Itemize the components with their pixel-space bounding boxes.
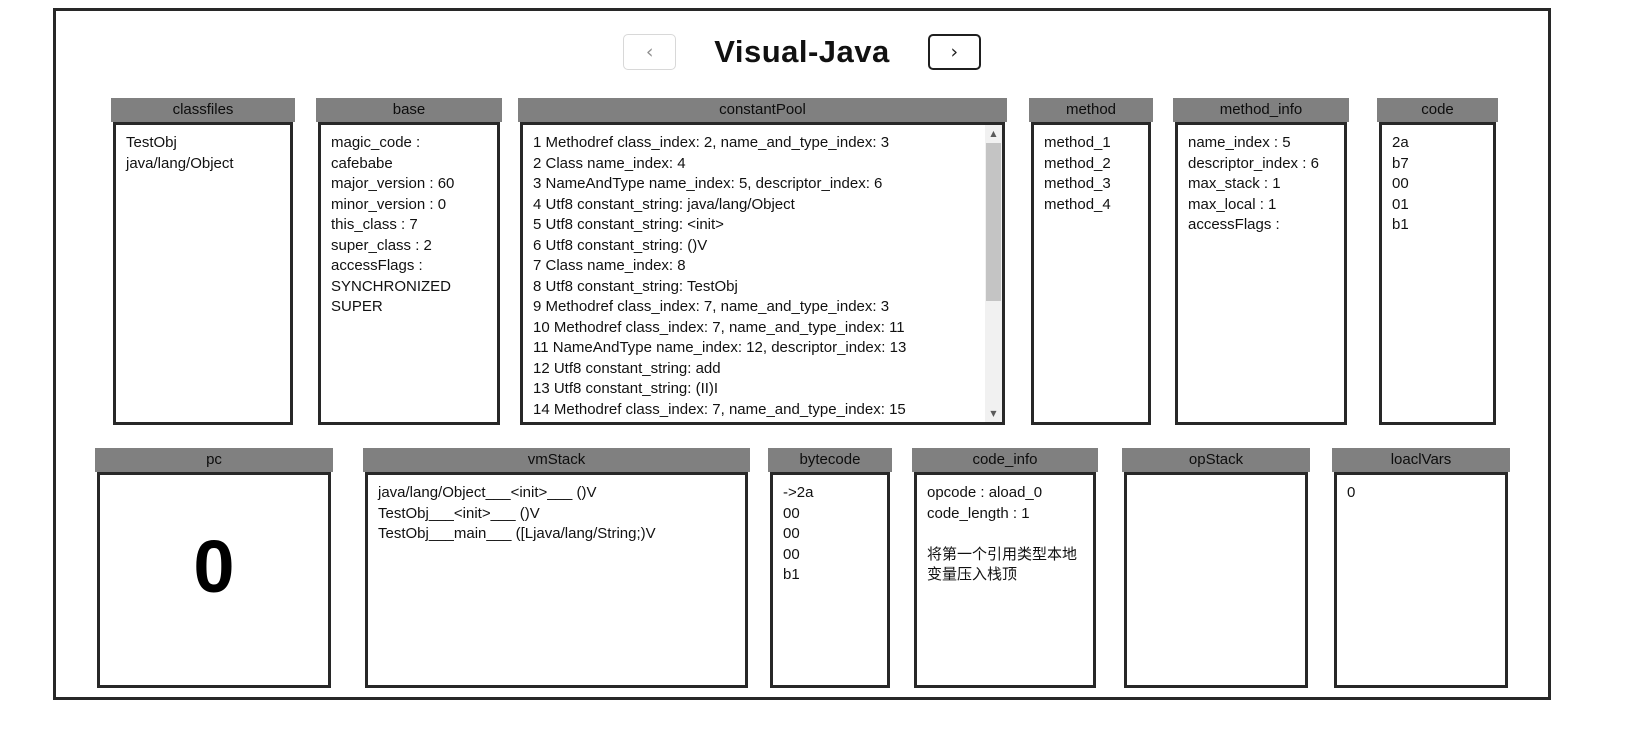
panel-op-stack: opStack [1122, 448, 1310, 688]
pc-value: 0 [193, 524, 235, 608]
constant-pool-entry: 2 Class name_index: 4 [533, 154, 686, 172]
panel-constant-pool-body[interactable]: 1 Methodref class_index: 2, name_and_typ… [520, 122, 1005, 425]
panel-local-vars-title: loaclVars [1332, 448, 1510, 472]
panel-code: code 2a b7 00 01 b1 [1377, 98, 1498, 425]
panel-vm-stack: vmStack java/lang/Object___<init>___ ()V… [363, 448, 750, 688]
panel-bytecode: bytecode ->2a 00 00 00 b1 [768, 448, 892, 688]
panel-classfiles-title: classfiles [111, 98, 295, 122]
panel-method-body: method_1 method_2 method_3 method_4 [1031, 122, 1151, 425]
prev-step-button[interactable]: ‹ [623, 34, 677, 70]
code-byte-line: b7 [1392, 154, 1409, 172]
vm-stack-frame: TestObj___<init>___ ()V [378, 504, 540, 522]
constant-pool-entry: 6 Utf8 constant_string: ()V [533, 236, 708, 254]
panel-vm-stack-body: java/lang/Object___<init>___ ()V TestObj_… [365, 472, 748, 688]
code-byte-line: 00 [1392, 175, 1409, 192]
vm-stack-frame: java/lang/Object___<init>___ ()V [378, 484, 597, 501]
panel-vm-stack-title: vmStack [363, 448, 750, 472]
panel-bytecode-title: bytecode [768, 448, 892, 472]
constant-pool-entry: 9 Methodref class_index: 7, name_and_typ… [533, 298, 890, 315]
panel-local-vars: loaclVars 0 [1332, 448, 1510, 688]
constant-pool-entry: 7 Class name_index: 8 [533, 257, 686, 274]
bytecode-byte-line: 00 [783, 525, 800, 542]
panel-method-info-title: method_info [1173, 98, 1349, 122]
constant-pool-entry: 1 Methodref class_index: 2, name_and_typ… [533, 134, 890, 151]
scroll-up-arrow-icon[interactable]: ▲ [990, 129, 997, 138]
panel-classfiles-body: TestObj java/lang/Object [113, 122, 293, 425]
method-item[interactable]: method_3 [1044, 175, 1111, 192]
panel-op-stack-title: opStack [1122, 448, 1310, 472]
navigation-header: ‹ Visual-Java › [56, 11, 1548, 93]
method-info-line: accessFlags : [1188, 216, 1280, 233]
panel-constant-pool-title: constantPool [518, 98, 1007, 122]
panel-constant-pool: constantPool 1 Methodref class_index: 2,… [518, 98, 1007, 425]
next-step-button[interactable]: › [927, 34, 981, 70]
panel-local-vars-body: 0 [1334, 472, 1508, 688]
main-frame: ‹ Visual-Java › classfiles TestObj java/l… [53, 8, 1551, 700]
chevron-right-icon: › [950, 40, 959, 63]
panel-op-stack-body [1124, 472, 1308, 688]
classfile-item[interactable]: TestObj [126, 134, 177, 151]
code-info-line: code_length : 1 [927, 504, 1030, 522]
method-item[interactable]: method_4 [1044, 195, 1111, 213]
panel-method-title: method [1029, 98, 1153, 122]
panel-pc-body: 0 [97, 472, 331, 688]
constant-pool-scrollbar[interactable]: ▲ ▼ [985, 125, 1002, 422]
constant-pool-entry: 11 NameAndType name_index: 12, descripto… [533, 339, 907, 356]
method-info-line: descriptor_index : 6 [1188, 154, 1319, 172]
panel-classfiles: classfiles TestObj java/lang/Object [111, 98, 295, 425]
constant-pool-entry: 4 Utf8 constant_string: java/lang/Object [533, 195, 795, 213]
constant-pool-entry: 8 Utf8 constant_string: TestObj [533, 277, 738, 295]
constant-pool-entry: 12 Utf8 constant_string: add [533, 359, 721, 377]
base-field-line: accessFlags : [331, 257, 423, 274]
base-field-line: minor_version : 0 [331, 195, 447, 213]
bytecode-byte-line: ->2a [783, 484, 814, 501]
vm-stack-frame: TestObj___main___ ([Ljava/lang/String;)V [378, 525, 656, 542]
constant-pool-entry: 13 Utf8 constant_string: (II)I [533, 380, 719, 397]
chevron-left-icon: ‹ [645, 40, 654, 63]
panel-code-info-body: opcode : aload_0 code_length : 1 将第一个引用类型… [914, 472, 1096, 688]
base-field-line: major_version : 60 [331, 175, 455, 192]
base-field-line: cafebabe [331, 154, 393, 172]
code-byte-line: 01 [1392, 195, 1409, 213]
scrollbar-thumb[interactable] [986, 143, 1001, 301]
panel-pc-title: pc [95, 448, 333, 472]
base-field-line: SUPER [331, 298, 383, 315]
method-info-line: max_local : 1 [1188, 195, 1277, 213]
method-info-line: max_stack : 1 [1188, 175, 1281, 192]
panel-pc: pc 0 [95, 448, 333, 688]
scroll-down-arrow-icon[interactable]: ▼ [990, 409, 997, 418]
panel-base-title: base [316, 98, 502, 122]
panel-code-info-title: code_info [912, 448, 1098, 472]
panel-bytecode-body: ->2a 00 00 00 b1 [770, 472, 890, 688]
bytecode-byte-line: 00 [783, 504, 800, 522]
constant-pool-entry: 5 Utf8 constant_string: <init> [533, 216, 724, 233]
panel-base: base magic_code : cafebabe major_version :… [316, 98, 502, 425]
constant-pool-entry: 10 Methodref class_index: 7, name_and_ty… [533, 318, 905, 336]
local-var-item: 0 [1347, 484, 1356, 501]
panel-method: method method_1 method_2 method_3 method_4 [1029, 98, 1153, 425]
base-field-line: this_class : 7 [331, 216, 418, 233]
panel-method-info-body: name_index : 5 descriptor_index : 6 max_st… [1175, 122, 1347, 425]
app-title: Visual-Java [714, 34, 890, 69]
base-field-line: super_class : 2 [331, 236, 432, 254]
classfile-item[interactable]: java/lang/Object [126, 154, 234, 172]
method-info-line: name_index : 5 [1188, 134, 1291, 151]
panel-code-title: code [1377, 98, 1498, 122]
method-item[interactable]: method_1 [1044, 134, 1111, 151]
opcode-description: 将第一个引用类型本地变量压入栈顶 [927, 545, 1078, 584]
panel-code-body: 2a b7 00 01 b1 [1379, 122, 1496, 425]
code-byte-line: b1 [1392, 216, 1409, 233]
code-info-line: opcode : aload_0 [927, 484, 1043, 501]
method-item[interactable]: method_2 [1044, 154, 1111, 172]
base-field-line: SYNCHRONIZED [331, 277, 452, 295]
constant-pool-entry: 3 NameAndType name_index: 5, descriptor_… [533, 175, 883, 192]
panel-code-info: code_info opcode : aload_0 code_length : … [912, 448, 1098, 688]
panel-method-info: method_info name_index : 5 descriptor_ind… [1173, 98, 1349, 425]
base-field-line: magic_code : [331, 134, 421, 151]
panel-base-body: magic_code : cafebabe major_version : 60 mi… [318, 122, 500, 425]
bytecode-byte-line: 00 [783, 545, 800, 563]
constant-pool-entry: 14 Methodref class_index: 7, name_and_ty… [533, 400, 906, 418]
bytecode-byte-line: b1 [783, 566, 800, 583]
code-byte-line: 2a [1392, 134, 1409, 151]
